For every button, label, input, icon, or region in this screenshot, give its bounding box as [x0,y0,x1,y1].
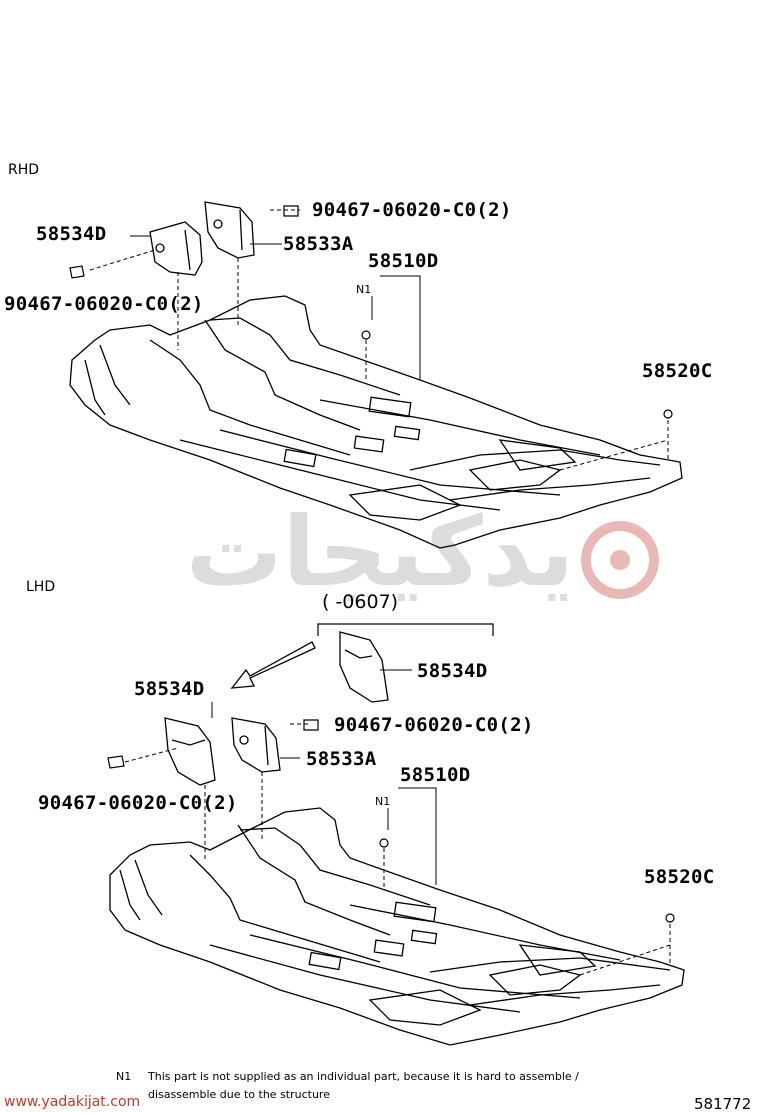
rhd-label-58510d: 58510D [368,250,439,272]
section-lhd-label: LHD [26,579,56,595]
rhd-leader-lines [89,209,669,471]
watermark-gear-center-icon [610,550,630,570]
rhd-label-bolt-top: 90467-06020-C0(2) [312,199,512,221]
watermark-logo-text: یدکیجات [186,496,574,608]
rhd-bolt-icon [69,205,673,419]
lhd-leader-lines [124,669,671,976]
rhd-floor-cover [69,295,683,549]
lhd-bracket-inset-58534d [339,631,389,703]
lhd-label-n1: N1 [375,795,391,808]
rhd-bracket-58534d [149,221,203,276]
lhd-bolt-icon [107,719,675,923]
lhd-label-bolt-top: 90467-06020-C0(2) [334,714,534,736]
lhd-label-58534d: 58534D [134,678,205,700]
lhd-inset-arrow-icon [230,641,316,689]
lhd-period-bracket [317,623,494,636]
section-rhd-label: RHD [8,162,40,178]
lhd-label-bolt-left: 90467-06020-C0(2) [38,792,238,814]
diagram-id: 581772 [694,1095,752,1113]
rhd-label-58520c: 58520C [642,360,713,382]
footnote-marker: N1 [116,1070,132,1083]
lhd-bracket-58533a [231,717,281,773]
rhd-label-58533a: 58533A [283,233,354,255]
lhd-label-58520c: 58520C [644,866,715,888]
lhd-floor-cover [109,807,685,1046]
watermark-url: www.yadakijat.com [4,1094,141,1110]
lhd-label-58533a: 58533A [306,748,377,770]
watermark-gear-icon [581,521,659,599]
rhd-label-n1: N1 [356,283,372,296]
footnote-line1: This part is not supplied as an individu… [148,1070,579,1083]
watermark-logo: یدکیجات [186,496,659,608]
lhd-label-58534d-inset: 58534D [417,660,488,682]
lhd-period-label: ( -0607) [322,591,399,613]
rhd-label-58534d: 58534D [36,223,107,245]
lhd-label-58510d: 58510D [400,764,471,786]
rhd-bracket-58533a [204,201,255,259]
lhd-bracket-58534d [164,717,216,786]
footnote-line2: disassemble due to the structure [148,1088,330,1101]
rhd-label-bolt-left: 90467-06020-C0(2) [4,293,204,315]
